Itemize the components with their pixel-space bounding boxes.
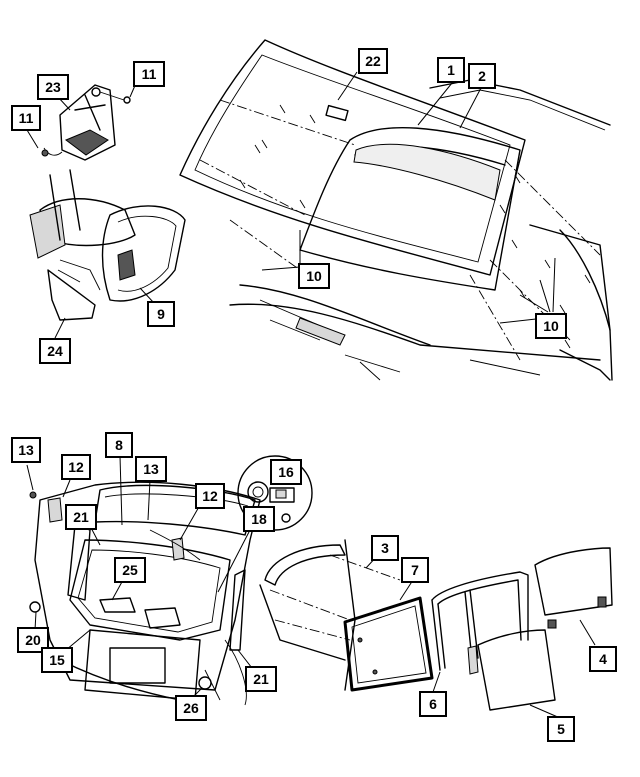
callout-22: 22 — [358, 48, 388, 74]
callout-12: 12 — [195, 483, 225, 509]
svg-text:18: 18 — [251, 511, 267, 527]
callout-16: 16 — [270, 459, 302, 485]
svg-text:13: 13 — [18, 442, 34, 458]
callout-18: 18 — [243, 506, 275, 532]
callout-9: 9 — [147, 301, 175, 327]
svg-text:21: 21 — [253, 671, 269, 687]
leader-lines — [26, 71, 596, 719]
svg-text:3: 3 — [381, 540, 389, 556]
svg-text:10: 10 — [543, 318, 559, 334]
svg-text:24: 24 — [47, 343, 63, 359]
svg-text:12: 12 — [202, 488, 218, 504]
callout-3: 3 — [371, 535, 399, 561]
svg-text:11: 11 — [142, 66, 157, 82]
svg-text:9: 9 — [157, 306, 165, 322]
quarter-window — [259, 539, 434, 692]
callout-12: 12 — [61, 454, 91, 480]
svg-text:5: 5 — [557, 721, 565, 737]
svg-text:4: 4 — [599, 651, 607, 667]
callout-6: 6 — [419, 691, 447, 717]
callout-10: 10 — [535, 313, 567, 339]
svg-text:16: 16 — [278, 464, 294, 480]
callout-21: 21 — [65, 504, 97, 530]
callout-5: 5 — [547, 716, 575, 742]
svg-text:20: 20 — [25, 632, 41, 648]
liftgate-assembly — [29, 481, 261, 706]
svg-text:1: 1 — [447, 62, 455, 78]
svg-text:21: 21 — [73, 509, 89, 525]
svg-text:13: 13 — [143, 461, 159, 477]
rear-door-glass — [477, 629, 556, 711]
svg-text:6: 6 — [429, 696, 437, 712]
callout-11: 11 — [133, 61, 165, 87]
front-door-glass — [534, 547, 613, 629]
callout-8: 8 — [105, 432, 133, 458]
svg-text:10: 10 — [306, 268, 322, 284]
svg-text:2: 2 — [478, 68, 486, 84]
rain-sensor-bracket — [41, 84, 131, 161]
callout-13: 13 — [135, 456, 167, 482]
callout-26: 26 — [175, 695, 207, 721]
callout-15: 15 — [41, 647, 73, 673]
svg-text:25: 25 — [122, 562, 138, 578]
callout-11: 11 — [11, 105, 41, 131]
callout-25: 25 — [114, 557, 146, 583]
svg-text:23: 23 — [45, 79, 61, 95]
svg-text:15: 15 — [49, 652, 65, 668]
windshield-assembly — [179, 39, 613, 381]
callout-21: 21 — [245, 666, 277, 692]
rearview-mirror — [29, 169, 186, 321]
svg-text:26: 26 — [183, 700, 199, 716]
callout-23: 23 — [37, 74, 69, 100]
callout-4: 4 — [589, 646, 617, 672]
svg-text:22: 22 — [365, 53, 381, 69]
door-glass-channel — [431, 571, 529, 675]
svg-text:11: 11 — [19, 110, 34, 126]
svg-text:8: 8 — [115, 437, 123, 453]
svg-text:12: 12 — [68, 459, 84, 475]
callout-7: 7 — [401, 557, 429, 583]
svg-text:7: 7 — [411, 562, 419, 578]
callout-20: 20 — [17, 627, 49, 653]
callout-13: 13 — [11, 437, 41, 463]
callout-10: 10 — [298, 263, 330, 289]
callout-2: 2 — [468, 63, 496, 89]
callout-1: 1 — [437, 57, 465, 83]
callout-24: 24 — [39, 338, 71, 364]
